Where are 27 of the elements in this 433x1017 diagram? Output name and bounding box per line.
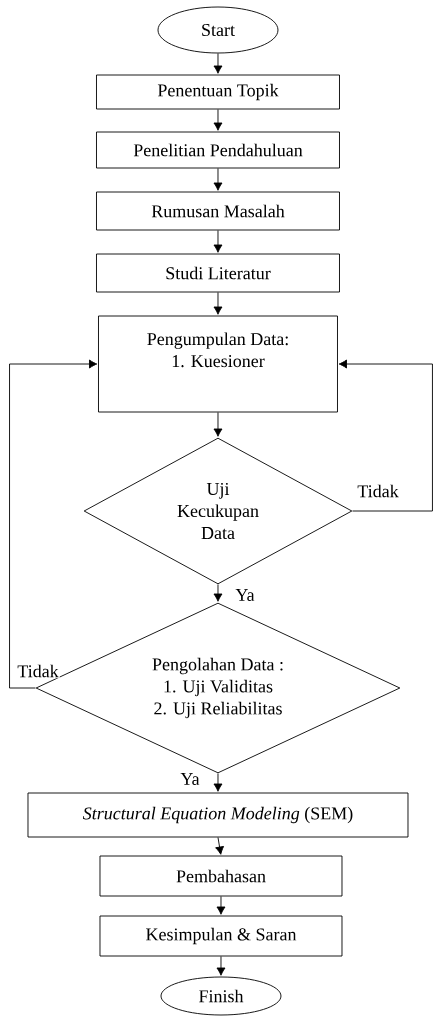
arrow — [213, 412, 223, 437]
edge-label: Ya — [234, 588, 256, 602]
process-box: Pengumpulan Data: 1. Kuesioner — [98, 315, 338, 413]
arrow — [213, 230, 223, 253]
arrow — [216, 956, 226, 976]
start-oval: Start — [157, 6, 279, 54]
arrow — [213, 292, 223, 315]
process-box: Pembahasan — [99, 855, 343, 897]
arrow — [215, 837, 224, 855]
edge-label: Ya — [179, 772, 201, 786]
edge-label: Tidak — [16, 663, 60, 679]
arrow — [9, 359, 98, 689]
process-box: Studi Literatur — [96, 253, 340, 293]
process-box: Rumusan Masalah — [96, 191, 340, 231]
arrow — [216, 896, 226, 915]
process-box: Structural Equation Modeling (SEM) — [27, 792, 409, 838]
edge-label: Tidak — [356, 483, 400, 499]
arrow — [213, 168, 223, 191]
process-box: Penelitian Pendahuluan — [96, 131, 340, 169]
arrow — [213, 773, 223, 792]
arrow — [213, 109, 223, 131]
arrow — [338, 359, 433, 512]
end-oval: Finish — [160, 976, 282, 1016]
arrow — [213, 53, 223, 74]
arrow — [213, 584, 223, 602]
process-box: Kesimpulan & Saran — [99, 915, 343, 957]
process-box: Penentuan Topik — [96, 74, 340, 110]
